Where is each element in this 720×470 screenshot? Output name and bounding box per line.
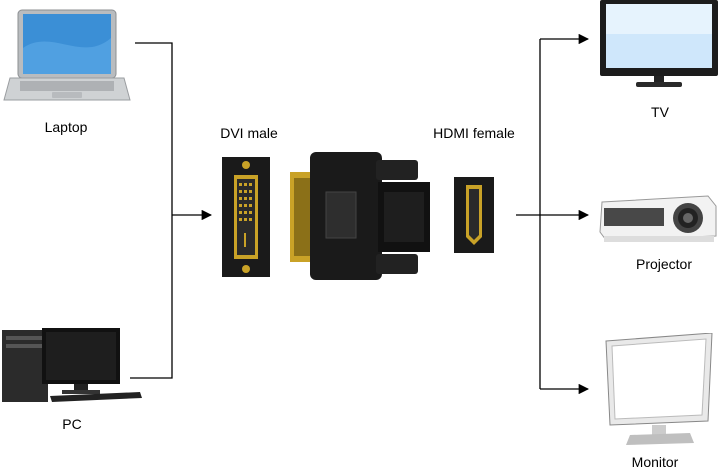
laptop-icon: [3, 9, 131, 101]
adapter-icon: [290, 152, 430, 280]
pc-icon: [2, 328, 142, 402]
hdmi-port-icon: [454, 177, 494, 253]
dvi-connector-icon: [222, 157, 270, 277]
pc-label: PC: [62, 416, 82, 432]
projector-label: Projector: [635, 256, 693, 272]
monitor-icon: [605, 333, 713, 445]
laptop-label: Laptop: [44, 119, 88, 135]
monitor-label: Monitor: [631, 454, 679, 470]
pc-line: [130, 215, 173, 379]
projector-icon: [599, 195, 717, 242]
dvi-male-label: DVI male: [220, 125, 278, 141]
tv-label: TV: [651, 104, 669, 120]
hdmi-female-label: HDMI female: [433, 125, 515, 141]
laptop-line: [135, 42, 173, 215]
tv-icon: [600, 0, 718, 87]
